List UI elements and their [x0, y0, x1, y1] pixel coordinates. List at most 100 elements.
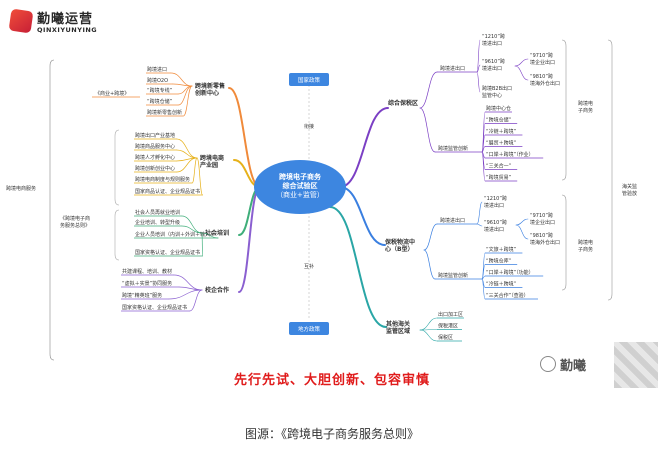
logistics-export-sub-0: “9710”跨: [530, 212, 553, 219]
link-lsub-1: [515, 224, 529, 240]
link-training-0: [181, 215, 203, 234]
left-outer-bottom-label: 务服务总则》: [60, 222, 90, 229]
link-bex-0: [476, 39, 481, 73]
link-bonded-regulate: [419, 107, 436, 153]
logistics-export-sub-1: 境海外仓出口: [530, 239, 560, 246]
logo: 勤曦运营 QINXIYUNYING: [8, 8, 100, 38]
leaf-park-3: 跨境创新创业中心: [135, 165, 175, 172]
innovation-side-note: 《商业+跨境》: [95, 90, 129, 97]
training-bracket: [114, 209, 120, 261]
leaf-park-4: 跨境电商制度与规则服务: [135, 176, 190, 183]
center-node-line-2: （商业+监管）: [276, 190, 324, 199]
bonded-export-item-1: 境进出口: [482, 65, 502, 72]
logistics-regulate-item-2: “口岸＋跨境”（功能）: [486, 269, 534, 276]
leaf-training-2: 企业人员培训（内训＋外训＋输入）: [135, 231, 215, 238]
watermark: 勤曦: [540, 352, 586, 376]
logistics-regulate-label: 跨境监管创新: [438, 272, 468, 279]
image-caption: 图源：《跨境电子商务服务总则》: [244, 427, 419, 441]
link-bonded-export: [419, 71, 438, 109]
tag-local-policy-label: 地方政策: [298, 325, 321, 333]
right-outer-bracket: [607, 39, 613, 301]
blurred-qr-code: [614, 342, 658, 388]
leaf-innovation-2: “跨境专线”: [147, 87, 173, 94]
branch-label-park: 跨境电商: [200, 154, 224, 162]
bonded-export-label: 跨境进出口: [440, 65, 465, 72]
watermark-text: 勤曦: [560, 358, 587, 374]
link-park-3: [176, 157, 198, 173]
link-innovation-3: [177, 85, 193, 106]
branch-logistics: [339, 186, 386, 246]
tag-complement-label: 互补: [304, 263, 314, 270]
link-bex-1: [476, 64, 481, 73]
bonded-export-item-2: 跨境B2B出口: [482, 85, 512, 92]
branch-label-school: 校企合作: [205, 286, 229, 294]
branch-label-park: 产业园: [200, 161, 218, 169]
link-lex-0: [476, 201, 483, 225]
bonded-export-sub-0: “9710”跨: [530, 52, 553, 59]
link-breg-6: [481, 151, 486, 182]
branch-label-training: 社会培训: [204, 229, 229, 237]
link-bex-2: [476, 71, 481, 93]
leaf-innovation-0: 跨境进口: [147, 66, 167, 73]
customs-item-2: 保税区: [438, 334, 453, 341]
bonded-regulate-item-4: “口岸＋跨境”（作业）: [486, 151, 534, 158]
branch-innovation: [228, 87, 261, 188]
leaf-school-1: “虚拟＋实景”协同服务: [122, 280, 172, 287]
logistics-regulate-item-0: “文旅＋跨境”: [486, 246, 517, 253]
branch-customs: [329, 206, 387, 328]
center-node-line-0: 跨境电子商务: [279, 172, 322, 181]
leaf-innovation-1: 跨境O2O: [147, 77, 168, 84]
link-lreg-1: [481, 264, 486, 280]
bonded-regulate-item-3: “展贸＋跨境”: [486, 140, 517, 147]
left-outer-top-label: 跨境电商服务: [6, 185, 36, 192]
leaf-training-1: 企业培训、转型升级: [135, 219, 180, 226]
bonded-export-item-2: 监管中心: [482, 92, 502, 99]
branch-label-customs: 监管区域: [386, 327, 410, 335]
customs-item-1: 保税港区: [438, 323, 458, 330]
leaf-park-5: 国家商品认证、企业规品证书: [135, 188, 200, 195]
right-logistics-label: 跨境电: [578, 239, 593, 246]
logo-name: 勤曦运营: [37, 12, 94, 27]
link-lsub-0: [515, 218, 529, 226]
link-customs-2: [419, 329, 438, 342]
logistics-export-label: 跨境进出口: [440, 217, 465, 224]
link-park-5: [196, 157, 203, 196]
center-node: [254, 160, 346, 214]
link-lex-1: [476, 223, 483, 227]
tag-link-label: 衔接: [304, 123, 314, 130]
tag-national-policy: [289, 73, 329, 86]
link-log-regulate: [423, 249, 436, 280]
branch-label-logistics: 心（B型）: [385, 245, 414, 253]
leaf-park-2: 跨境人才孵化中心: [135, 154, 175, 161]
left-outer-bottom-label: 《跨境电子商: [60, 215, 90, 222]
logistics-export-item-1: 境进出口: [484, 226, 504, 233]
bonded-export-sub-1: 境海外仓出口: [530, 80, 560, 87]
leaf-park-0: 跨境出口产业基地: [135, 132, 175, 139]
right-logistics-label: 子商务: [578, 246, 593, 253]
bonded-export-sub-0: 境企业出口: [530, 59, 555, 66]
right-bonded-bracket: [561, 39, 567, 181]
link-park-0: [176, 138, 198, 159]
link-log-export: [423, 223, 438, 251]
leaf-school-2: 跨境“精英班”服务: [122, 292, 162, 299]
link-lreg-4: [481, 278, 486, 300]
tag-local-policy: [289, 322, 329, 335]
leaf-training-0: 社会人员再就业培训: [135, 209, 180, 216]
left-outer-bracket: [49, 59, 55, 361]
bonded-export-sub-1: “9810”跨: [530, 73, 553, 80]
right-bonded-label: 子商务: [578, 107, 593, 114]
branch-school: [238, 186, 261, 293]
link-innovation-4: [183, 85, 193, 117]
bonded-regulate-item-0: 跨境中心仓: [486, 105, 511, 112]
leaf-park-1: 跨境商品服务中心: [135, 143, 175, 150]
leaf-school-3: 国家资格认证、企业规品证书: [122, 304, 187, 311]
link-park-1: [176, 149, 198, 159]
tag-national-policy-label: 国家政策: [298, 76, 321, 84]
link-school-2: [168, 289, 203, 300]
link-bsub-0: [514, 58, 529, 67]
link-school-3: [189, 289, 203, 312]
branch-label-bonded: 综合保税区: [388, 99, 418, 107]
logistics-regulate-item-3: “冷链＋跨境”: [486, 281, 517, 288]
link-customs-0: [419, 317, 438, 331]
link-training-1: [181, 225, 203, 234]
